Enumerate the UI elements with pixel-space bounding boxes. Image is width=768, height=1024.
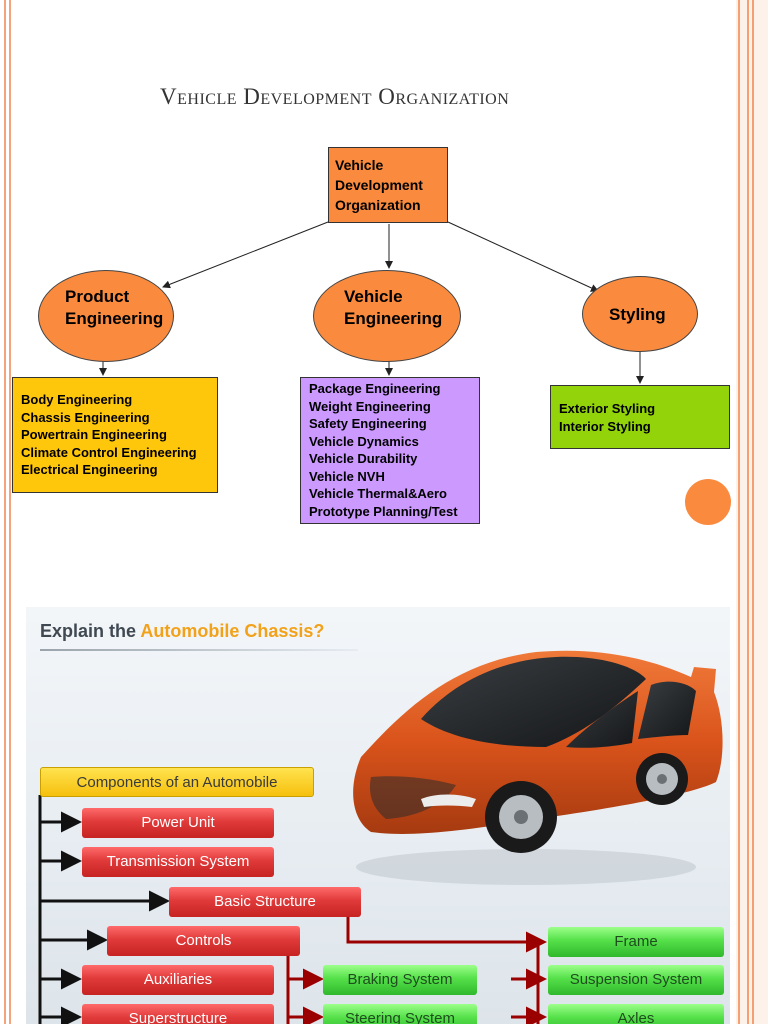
black-connectors: [38, 795, 170, 1024]
list-item: Climate Control Engineering: [21, 444, 197, 460]
arrow-to-styling: [447, 221, 599, 292]
list-item: Body Engineering: [21, 392, 133, 407]
list-item: Interior Styling: [559, 418, 651, 434]
branch-label: Styling: [609, 305, 666, 324]
controls-steering-system: Steering System: [323, 1004, 477, 1024]
vehicle-engineering-list: Package Engineering Weight Engineering S…: [300, 377, 480, 524]
component-power-unit: Power Unit: [82, 808, 274, 838]
slide-title: Vehicle Development Organization: [160, 84, 510, 109]
list-item: Package Engineering: [309, 381, 441, 396]
red-connectors: [286, 915, 547, 1024]
branch-label: Vehicle: [344, 287, 403, 306]
styling-list: Exterior Styling Interior Styling: [550, 385, 730, 449]
list-item: Exterior Styling: [559, 401, 656, 416]
left-border-rails: [0, 0, 12, 1024]
list-item: Electrical Engineering: [21, 462, 158, 477]
list-item: Vehicle NVH: [309, 468, 385, 484]
list-item: Safety Engineering: [309, 416, 427, 431]
list-item: Chassis Engineering: [21, 409, 150, 425]
right-border-rails: [736, 0, 768, 1024]
controls-braking-system: Braking System: [323, 965, 477, 995]
car-illustration: [353, 650, 723, 885]
branch-label: Engineering: [344, 309, 443, 328]
list-item: Vehicle Thermal&Aero: [309, 486, 447, 501]
branch-label: Engineering: [65, 309, 164, 328]
component-superstructure: Superstructure: [82, 1004, 274, 1024]
question-prefix: Explain the: [40, 621, 137, 641]
list-item: Powertrain Engineering: [21, 427, 167, 442]
list-item: Vehicle Durability: [309, 451, 418, 466]
chassis-diagram-graphics: [38, 650, 723, 1024]
org-root-node: Vehicle Development Organization: [328, 147, 448, 223]
front-wheel: [485, 781, 557, 853]
chassis-question: Explain the Automobile Chassis?: [40, 621, 324, 642]
structure-frame: Frame: [548, 927, 724, 957]
rear-wheel: [636, 753, 688, 805]
chassis-slide-image: Explain the Automobile Chassis?: [26, 607, 730, 1024]
component-basic-structure: Basic Structure: [169, 887, 361, 917]
list-item: Vehicle Dynamics: [309, 433, 419, 449]
root-line: Vehicle: [335, 157, 384, 173]
branch-product-engineering: Product Engineering: [38, 270, 174, 362]
question-underline: [40, 649, 358, 651]
list-item: Prototype Planning/Test: [309, 503, 458, 519]
product-engineering-list: Body Engineering Chassis Engineering Pow…: [12, 377, 218, 493]
decorative-orange-dot: [685, 479, 731, 525]
branch-label: Product: [65, 287, 130, 306]
root-line: Organization: [335, 197, 421, 213]
component-transmission-system: Transmission System: [82, 847, 274, 877]
arrow-to-product: [162, 221, 329, 289]
question-highlight: Automobile Chassis?: [140, 621, 325, 641]
branch-styling: Styling: [582, 276, 698, 352]
structure-axles: Axles: [548, 1004, 724, 1024]
component-auxiliaries: Auxiliaries: [82, 965, 274, 995]
components-header: Components of an Automobile: [40, 767, 314, 797]
component-controls: Controls: [107, 926, 300, 956]
list-item: Weight Engineering: [309, 398, 431, 414]
structure-suspension-system: Suspension System: [548, 965, 724, 995]
root-line: Development: [335, 177, 423, 193]
branch-vehicle-engineering: Vehicle Engineering: [313, 270, 461, 362]
